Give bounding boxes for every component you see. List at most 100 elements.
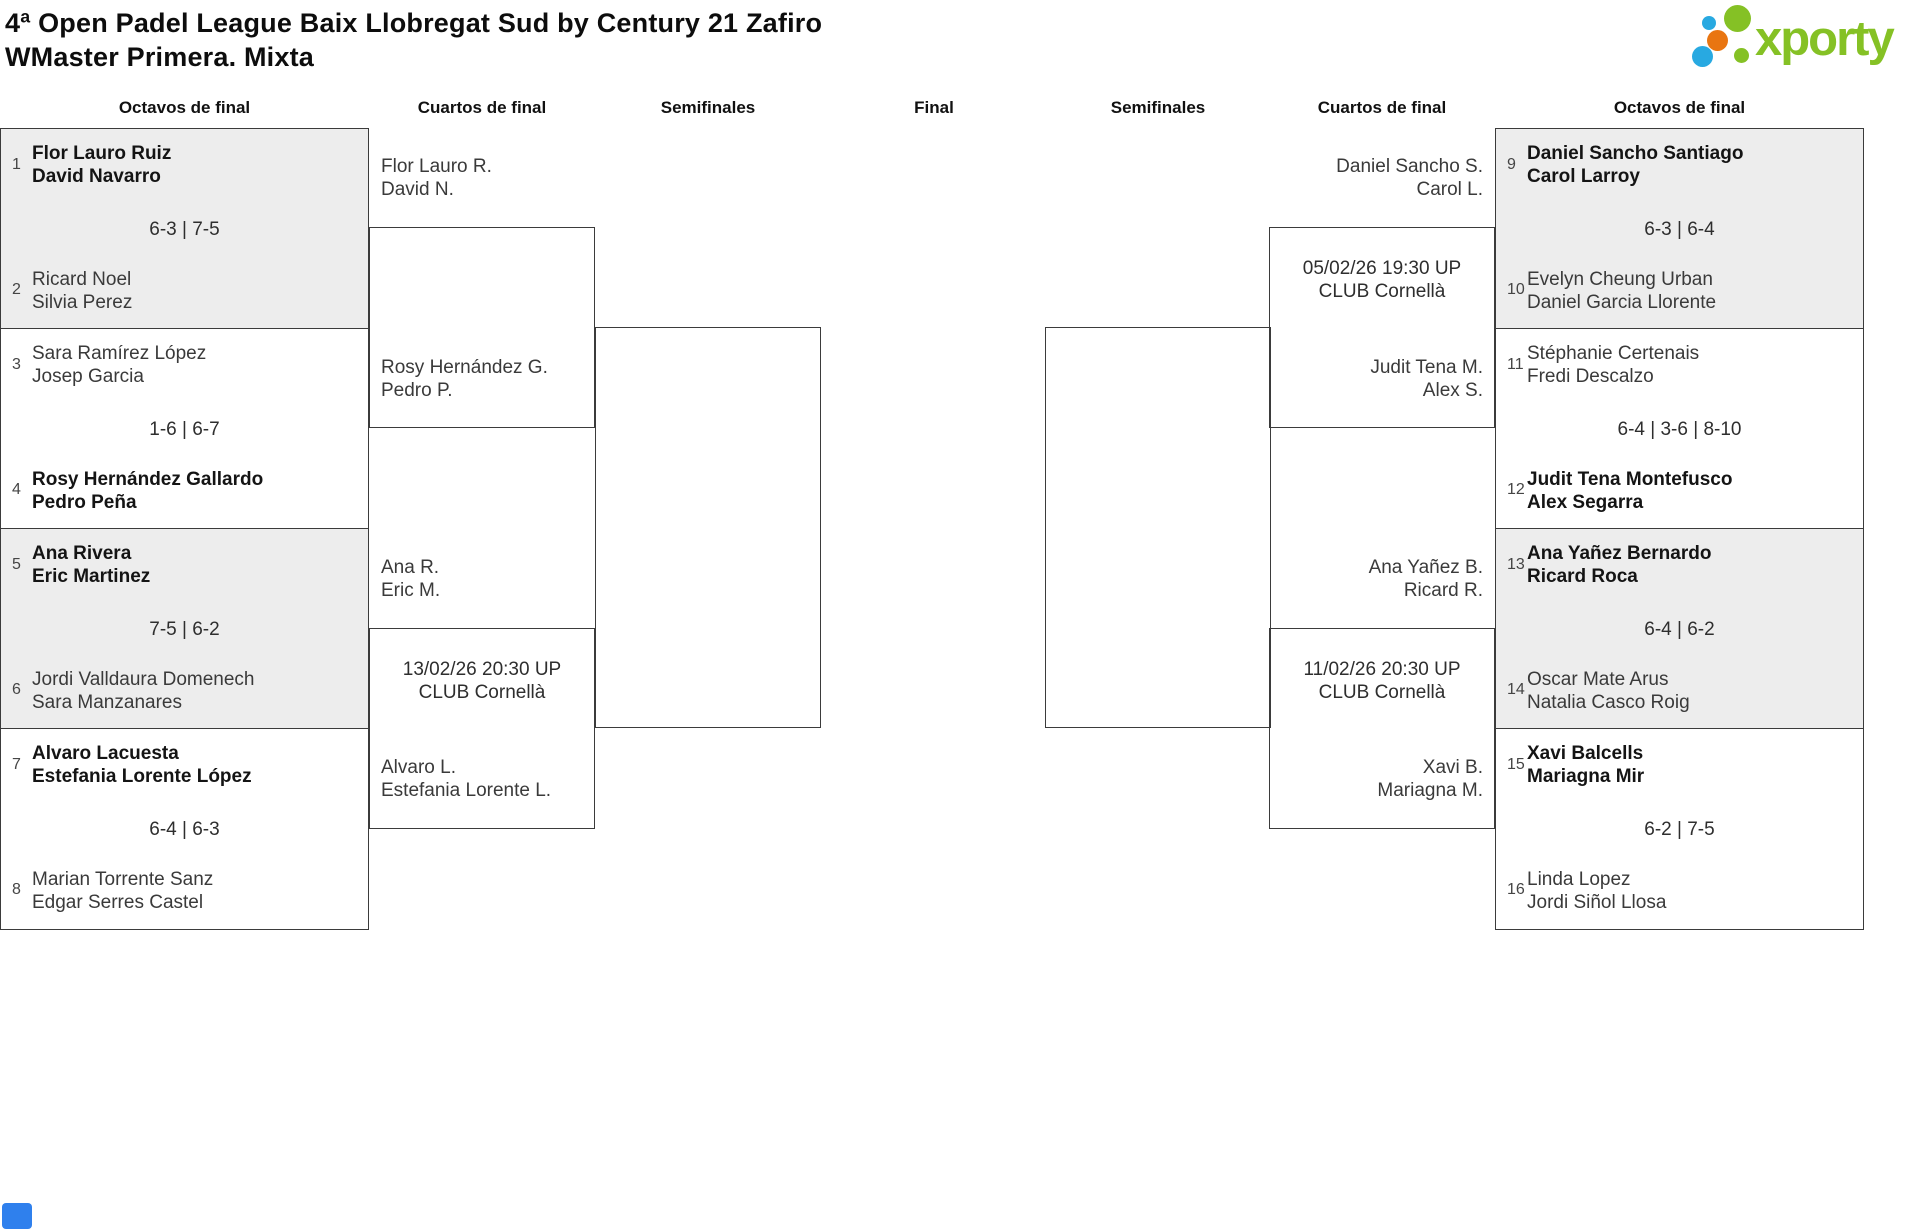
match-3[interactable]: 5 Ana Rivera Eric Martinez 7-5 | 6-2 6 J… [0,528,369,730]
round-header-semis-left: Semifinales [660,98,756,117]
seed-number: 10 [1507,281,1525,298]
match-datetime: 11/02/26 20:30 UP [1303,659,1461,680]
seed-number: 1 [12,156,21,173]
player-name: Carol Larroy [1527,166,1640,187]
seed-number: 9 [1507,156,1516,173]
player-name: Jordi Siñol Llosa [1527,892,1667,913]
player-name: Stéphanie Certenais [1527,343,1700,364]
logo-dot-blue-medium-icon [1692,46,1713,67]
player-name: Natalia Casco Roig [1527,692,1690,713]
qf-left-top-entrant-b: Rosy Hernández G. Pedro P. [381,356,548,402]
qf-right-top-entrant-b: Judit Tena M. Alex S. [1370,356,1483,402]
match-score: 6-3 | 7-5 [149,219,220,240]
match-venue: CLUB Cornellà [1318,682,1446,703]
match-venue: CLUB Cornellà [418,682,546,703]
team-pair: Ana Yañez Bernardo Ricard Roca [1527,542,1855,588]
match-score: 6-2 | 7-5 [1644,819,1715,840]
player-name: Daniel Sancho S. [1336,156,1483,177]
player-name: Ana Yañez B. [1368,557,1483,578]
match-7[interactable]: 13 Ana Yañez Bernardo Ricard Roca 6-4 | … [1495,528,1864,730]
match-4[interactable]: 7 Alvaro Lacuesta Estefania Lorente Lópe… [0,728,369,930]
round-header-cuartos-right: Cuartos de final [1317,98,1447,117]
match-score: 6-4 | 6-3 [149,819,220,840]
match-6[interactable]: 11 Stéphanie Certenais Fredi Descalzo 6-… [1495,328,1864,530]
player-name: Marian Torrente Sanz [32,869,214,890]
seed-number: 15 [1507,756,1525,773]
player-name: Flor Lauro R. [381,156,492,177]
player-name: Pedro P. [381,380,453,401]
team-pair: Xavi Balcells Mariagna Mir [1527,742,1855,788]
seed-number: 6 [12,681,21,698]
player-name: Eric M. [381,580,441,601]
match-score: 6-3 | 6-4 [1644,219,1715,240]
match-8[interactable]: 15 Xavi Balcells Mariagna Mir 6-2 | 7-5 … [1495,728,1864,930]
logo-dot-blue-small-icon [1702,16,1716,30]
qf-left-bottom-entrant-a: Ana R. Eric M. [381,556,440,602]
match-1[interactable]: 1 Flor Lauro Ruiz David Navarro 6-3 | 7-… [0,128,369,330]
player-name: Daniel Garcia Llorente [1527,292,1717,313]
player-name: Oscar Mate Arus [1527,669,1669,690]
seed-number: 4 [12,481,21,498]
match-score: 6-4 | 3-6 | 8-10 [1617,419,1742,440]
round-header-final: Final [914,98,954,117]
page-title-line2: WMaster Primera. Mixta [5,42,315,72]
match-score: 1-6 | 6-7 [149,419,220,440]
player-name: Ricard Noel [32,269,132,290]
player-name: Mariagna Mir [1527,766,1645,787]
logo-wordmark: xporty [1755,12,1895,66]
player-name: Jordi Valldaura Domenech [32,669,255,690]
seed-number: 11 [1507,356,1524,373]
logo-dot-orange-icon [1707,30,1728,51]
seed-number: 7 [12,756,21,773]
player-name: Daniel Sancho Santiago [1527,143,1744,164]
player-name: Carol L. [1416,179,1483,200]
match-venue: CLUB Cornellà [1318,281,1446,302]
match-score: 7-5 | 6-2 [149,619,220,640]
seed-number: 13 [1507,556,1525,573]
player-name: Judit Tena M. [1370,357,1483,378]
player-name: Alvaro Lacuesta [32,743,179,764]
qf-right-top-schedule: 05/02/26 19:30 UP CLUB Cornellà [1269,257,1495,303]
match-2[interactable]: 3 Sara Ramírez López Josep Garcia 1-6 | … [0,328,369,530]
player-name: Estefania Lorente López [32,766,252,787]
qf-left-bottom-entrant-b: Alvaro L. Estefania Lorente L. [381,756,551,802]
player-name: Rosy Hernández G. [381,357,548,378]
team-pair: Marian Torrente Sanz Edgar Serres Castel [32,868,360,914]
round-header-octavos-left: Octavos de final [118,98,251,117]
player-name: Evelyn Cheung Urban [1527,269,1713,290]
match-datetime: 13/02/26 20:30 UP [402,659,562,680]
seed-number: 12 [1507,481,1525,498]
seed-number: 5 [12,556,21,573]
quarterfinal-box-left-bottom [369,628,595,829]
player-name: Xavi B. [1422,757,1483,778]
match-score: 6-4 | 6-2 [1644,619,1715,640]
player-name: Mariagna M. [1377,780,1483,801]
player-name: Fredi Descalzo [1527,366,1654,387]
logo-dot-green-large-icon [1724,5,1751,32]
seed-number: 14 [1507,681,1525,698]
round-header-semis-right: Semifinales [1110,98,1206,117]
team-pair: Sara Ramírez López Josep Garcia [32,342,360,388]
team-pair: Ana Rivera Eric Martinez [32,542,360,588]
player-name: Alex Segarra [1527,492,1644,513]
player-name: Estefania Lorente L. [381,780,552,801]
player-name: Sara Ramírez López [32,343,207,364]
qf-right-top-entrant-a: Daniel Sancho S. Carol L. [1336,155,1483,201]
player-name: Pedro Peña [32,492,137,513]
player-name: Sara Manzanares [32,692,182,713]
logo-dot-green-small-icon [1734,48,1749,63]
team-pair: Alvaro Lacuesta Estefania Lorente López [32,742,360,788]
seed-number: 16 [1507,881,1525,898]
player-name: Ana Rivera [32,543,132,564]
match-5[interactable]: 9 Daniel Sancho Santiago Carol Larroy 6-… [1495,128,1864,330]
team-pair: Ricard Noel Silvia Perez [32,268,360,314]
player-name: Linda Lopez [1527,869,1631,890]
widget-badge[interactable] [2,1203,32,1229]
xporty-logo[interactable]: xporty [1683,2,1918,74]
qf-left-bottom-schedule: 13/02/26 20:30 UP CLUB Cornellà [369,658,595,704]
player-name: Josep Garcia [32,366,144,387]
player-name: Eric Martinez [32,566,151,587]
player-name: Rosy Hernández Gallardo [32,469,264,490]
team-pair: Oscar Mate Arus Natalia Casco Roig [1527,668,1855,714]
